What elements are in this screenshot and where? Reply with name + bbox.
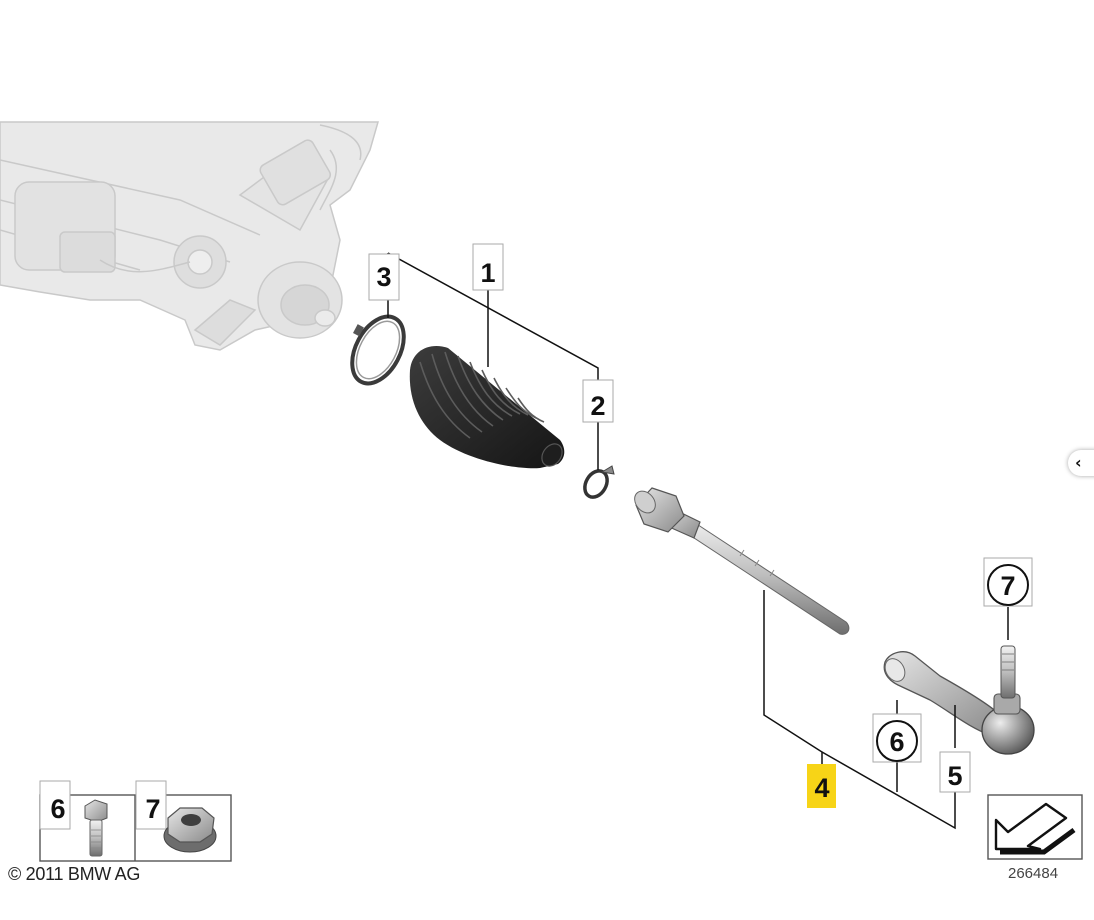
svg-text:3: 3 xyxy=(376,262,391,292)
svg-text:1: 1 xyxy=(480,258,495,288)
leader-lines xyxy=(387,252,1009,830)
collapse-panel-button[interactable]: ‹ xyxy=(1068,450,1094,476)
callout-7[interactable]: 7 xyxy=(983,557,1033,607)
orientation-arrow-icon xyxy=(987,794,1083,860)
callout-4[interactable]: 4 xyxy=(807,764,836,808)
svg-text:5: 5 xyxy=(947,761,962,791)
callout-5[interactable]: 5 xyxy=(939,751,971,793)
boot-clamp-large xyxy=(350,314,406,386)
nut-icon xyxy=(163,807,217,853)
svg-text:2: 2 xyxy=(590,391,605,421)
callout-1[interactable]: 1 xyxy=(472,243,504,291)
tie-rod-boot xyxy=(409,346,565,469)
chevron-left-icon: ‹ xyxy=(1075,453,1082,472)
tie-rod-end xyxy=(883,645,1035,755)
steering-rack-housing xyxy=(0,121,379,351)
svg-text:7: 7 xyxy=(1000,571,1015,601)
diagram-number: 266484 xyxy=(1008,865,1059,882)
svg-text:4: 4 xyxy=(814,773,829,803)
svg-text:6: 6 xyxy=(889,727,904,757)
legend-bolt-number: 6 xyxy=(50,794,65,824)
copyright-notice: © 2011 BMW AG xyxy=(8,864,141,884)
inner-tie-rod xyxy=(634,487,850,635)
boot-clamp-small xyxy=(583,465,615,499)
callout-2[interactable]: 2 xyxy=(582,379,614,423)
callout-3[interactable]: 3 xyxy=(368,253,400,301)
callout-6[interactable]: 6 xyxy=(872,713,922,763)
legend-nut-number: 7 xyxy=(145,794,160,824)
bolt-icon xyxy=(84,799,108,857)
